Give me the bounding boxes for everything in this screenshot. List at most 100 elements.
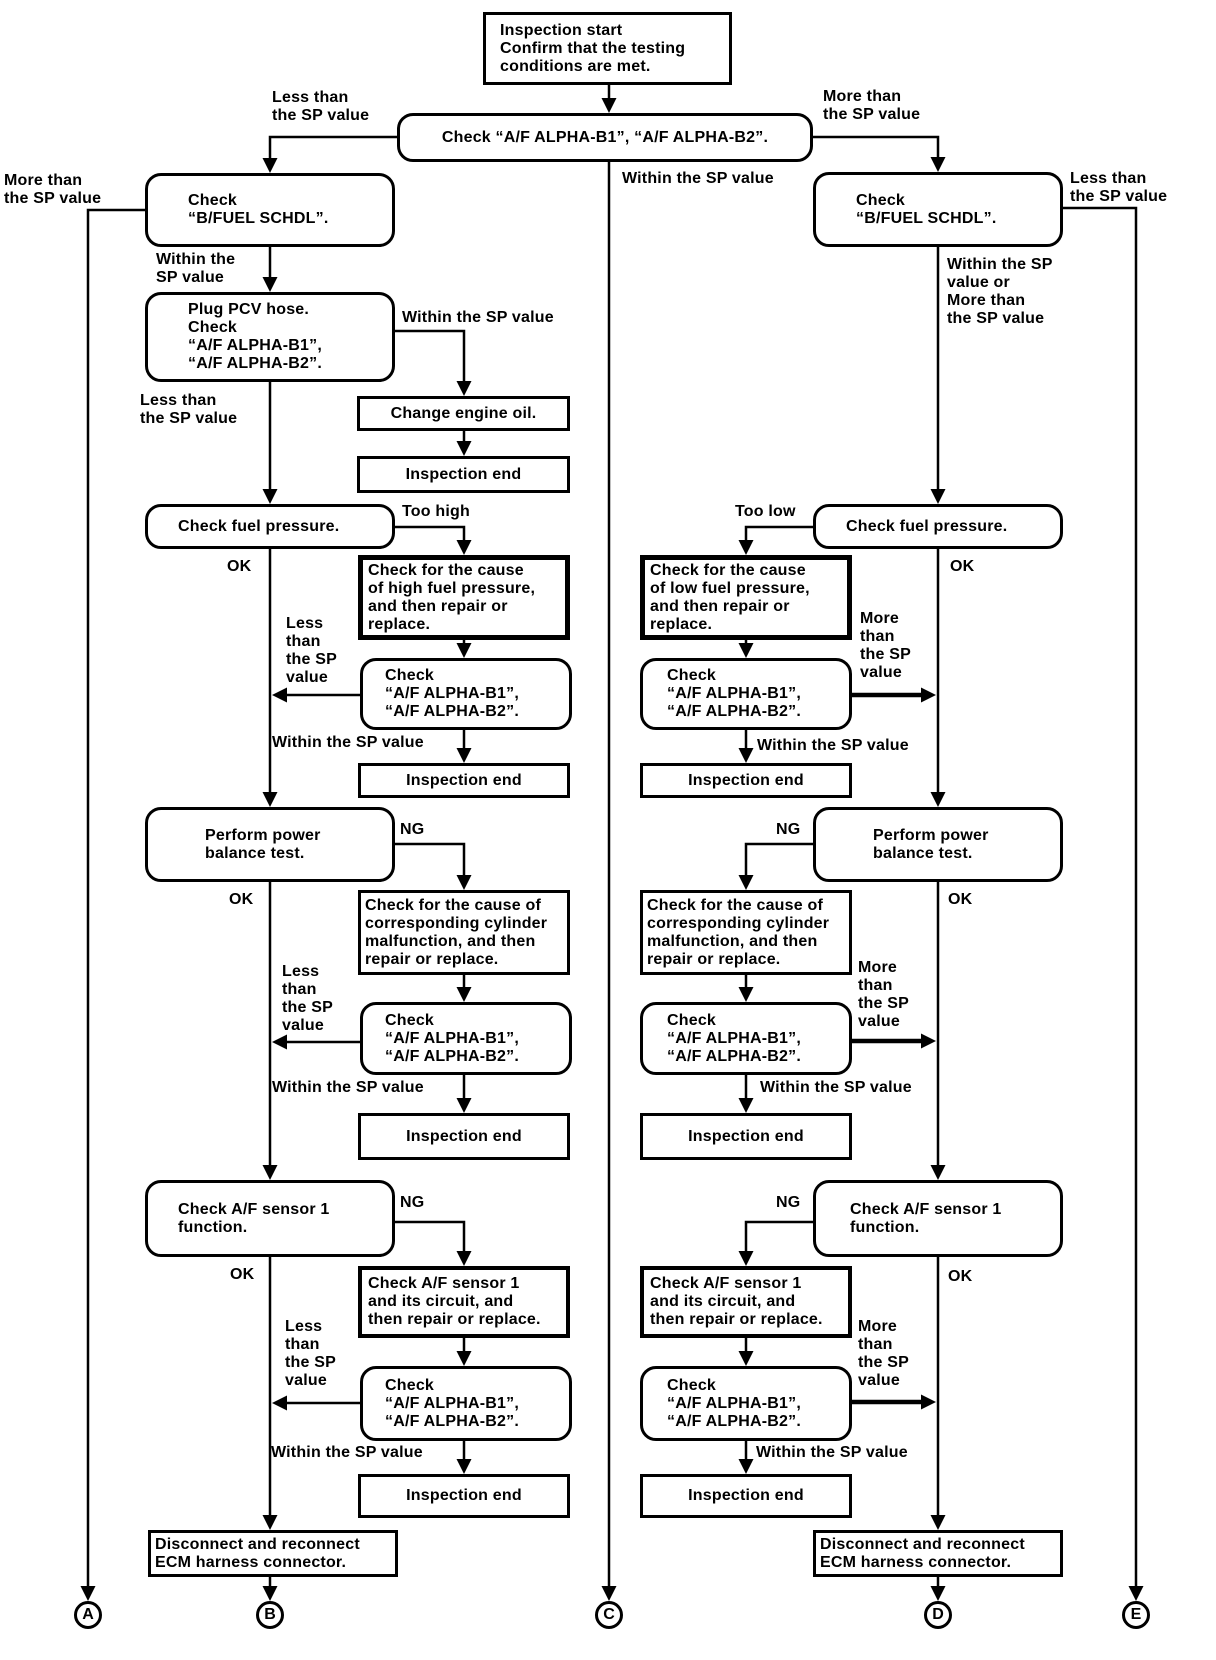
arrowhead-icon: [262, 158, 278, 173]
edge-label: Less than the SP value: [140, 392, 238, 427]
flow-edge: [930, 247, 946, 504]
edge-label: OK: [948, 1268, 973, 1285]
flow-edge: [395, 329, 472, 396]
flow-node-text: Check A/F sensor 1 and its circuit, and …: [650, 1275, 823, 1328]
edge-label: Less than the SP value: [272, 89, 370, 124]
arrowhead-icon: [601, 1586, 617, 1601]
arrowhead-icon: [456, 1351, 472, 1366]
flow-node-cause-low-fuel-pressure: Check for the cause of low fuel pressure…: [640, 555, 852, 640]
edge-label: Within the SP value: [272, 1079, 424, 1096]
flow-node-check-af-sensor-right: Check A/F sensor 1 function.: [813, 1180, 1063, 1257]
flow-edge: [456, 640, 472, 658]
connector-circle-e: E: [1122, 1601, 1150, 1629]
edge-label: NG: [400, 1194, 425, 1211]
edge-label: Too high: [402, 503, 470, 520]
flow-edge: [395, 842, 472, 890]
arrowhead-icon: [456, 381, 472, 396]
edge-label: OK: [227, 558, 252, 575]
flow-edge: [395, 1220, 472, 1266]
flow-edge: [272, 1395, 360, 1411]
flow-edge: [738, 1338, 754, 1366]
arrowhead-icon: [738, 1098, 754, 1113]
flow-node-text: Check “A/F ALPHA-B1”, “A/F ALPHA-B2”.: [441, 128, 769, 146]
flow-edge: [738, 1075, 754, 1113]
flow-node-text: Inspection end: [406, 771, 522, 789]
arrowhead-icon: [272, 1034, 287, 1050]
arrowhead-icon: [456, 1459, 472, 1474]
arrowhead-icon: [1128, 1586, 1144, 1601]
flow-node-check-af-alpha-2-left: Check “A/F ALPHA-B1”, “A/F ALPHA-B2”.: [360, 1002, 572, 1075]
flow-edge: [738, 1220, 813, 1266]
arrowhead-icon: [272, 687, 287, 703]
flow-edge: [738, 730, 754, 763]
edge-label: Within the SP value: [757, 737, 909, 754]
edge-label: OK: [950, 558, 975, 575]
arrowhead-icon: [456, 875, 472, 890]
edge-label: Within the SP value or More than the SP …: [947, 256, 1053, 327]
flow-edge: [456, 1338, 472, 1366]
flow-node-text: Inspection start Confirm that the testin…: [500, 21, 686, 75]
flow-node-text: Check “A/F ALPHA-B1”, “A/F ALPHA-B2”.: [667, 667, 801, 720]
flow-node-check-fuel-pressure-right: Check fuel pressure.: [813, 504, 1063, 549]
flow-edge: [738, 525, 813, 555]
edge-label: More than the SP value: [860, 610, 911, 681]
edge-label: Within the SP value: [756, 1444, 908, 1461]
flow-node-sensor-circuit-left: Check A/F sensor 1 and its circuit, and …: [358, 1266, 570, 1338]
flow-edge: [262, 882, 278, 1180]
edge-label: NG: [400, 821, 425, 838]
flow-edge: [395, 525, 472, 555]
arrowhead-icon: [456, 540, 472, 555]
flow-edge: [262, 549, 278, 807]
flow-edge: [262, 1257, 278, 1530]
flow-node-inspection-end-4-right: Inspection end: [640, 1474, 852, 1518]
flow-node-text: Check fuel pressure.: [846, 517, 1008, 535]
flow-node-text: Check for the cause of low fuel pressure…: [650, 561, 810, 633]
flow-node-text: Inspection end: [688, 1487, 804, 1504]
flow-node-sensor-circuit-right: Check A/F sensor 1 and its circuit, and …: [640, 1266, 852, 1338]
arrowhead-icon: [930, 1515, 946, 1530]
flow-edge: [738, 1441, 754, 1474]
flow-node-cause-high-fuel-pressure: Check for the cause of high fuel pressur…: [358, 555, 570, 640]
arrowhead-icon: [456, 987, 472, 1002]
arrowhead-icon: [738, 748, 754, 763]
flow-edge: [813, 135, 946, 172]
arrowhead-icon: [738, 875, 754, 890]
arrowhead-icon: [456, 441, 472, 456]
edge-label: Within the SP value: [760, 1079, 912, 1096]
arrowhead-icon: [80, 1586, 96, 1601]
arrowhead-icon: [262, 1515, 278, 1530]
edge-label: OK: [948, 891, 973, 908]
arrowhead-icon: [921, 1394, 936, 1410]
edge-label: NG: [776, 1194, 801, 1211]
flow-node-text: Disconnect and reconnect ECM harness con…: [820, 1535, 1025, 1571]
edge-label: More than the SP value: [858, 1318, 909, 1389]
edge-label: Too low: [735, 503, 796, 520]
flow-node-text: Plug PCV hose. Check “A/F ALPHA-B1”, “A/…: [188, 301, 322, 372]
edge-label: Within the SP value: [622, 170, 774, 187]
flow-node-check-af-alpha-top: Check “A/F ALPHA-B1”, “A/F ALPHA-B2”.: [397, 113, 813, 162]
flow-node-inspection-start: Inspection start Confirm that the testin…: [483, 12, 732, 85]
arrowhead-icon: [456, 1098, 472, 1113]
flow-node-change-engine-oil: Change engine oil.: [357, 396, 570, 431]
flow-edge: [601, 85, 617, 113]
flow-node-text: Check “A/F ALPHA-B1”, “A/F ALPHA-B2”.: [385, 1376, 519, 1430]
flow-node-text: Check for the cause of high fuel pressur…: [368, 561, 536, 633]
flow-node-inspection-end-4-left: Inspection end: [358, 1474, 570, 1518]
flow-node-check-bfuel-right: Check “B/FUEL SCHDL”.: [813, 172, 1063, 247]
arrowhead-icon: [921, 1033, 936, 1049]
flow-node-inspection-end-3-left: Inspection end: [358, 1113, 570, 1160]
flow-edge: [262, 247, 278, 292]
flow-edge: [852, 1033, 936, 1049]
flow-edge: [272, 687, 360, 703]
flow-node-text: Check “A/F ALPHA-B1”, “A/F ALPHA-B2”.: [667, 1376, 801, 1430]
flow-node-check-af-alpha-1-left: Check “A/F ALPHA-B1”, “A/F ALPHA-B2”.: [360, 658, 572, 730]
flow-edge: [738, 640, 754, 658]
connector-circle-c: C: [595, 1601, 623, 1629]
arrowhead-icon: [738, 643, 754, 658]
flow-edge: [456, 431, 472, 456]
edge-label: More than the SP value: [858, 959, 909, 1030]
arrowhead-icon: [601, 98, 617, 113]
flow-edge: [601, 162, 617, 1601]
